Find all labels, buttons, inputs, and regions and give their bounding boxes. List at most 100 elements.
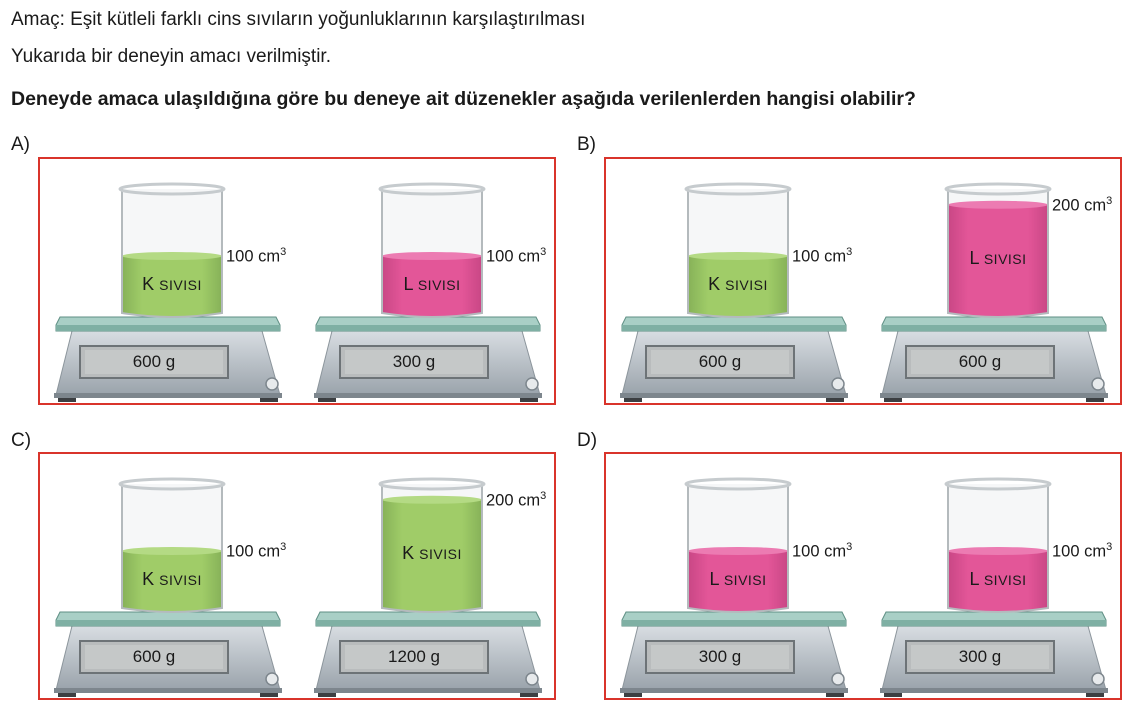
- volume-value: 200 cm: [1052, 196, 1107, 215]
- liquid-word: SIVISI: [417, 277, 461, 293]
- volume-label: 100 cm3: [792, 541, 852, 562]
- volume-exponent: 3: [280, 246, 287, 258]
- liquid-fill: [122, 551, 222, 612]
- scale-knob: [1091, 377, 1105, 391]
- liquid-letter: K: [402, 543, 415, 563]
- liquid-name-label: K SIVISI: [402, 543, 462, 564]
- beaker-glass: [947, 189, 1049, 318]
- liquid-name-label: L SIVISI: [403, 274, 460, 295]
- option-a-label[interactable]: A): [11, 134, 30, 155]
- setup: L SIVISI 100 cm3 300 g: [308, 159, 548, 407]
- volume-label: 100 cm3: [792, 246, 852, 267]
- setup: K SIVISI 200 cm3 1200 g: [308, 454, 548, 702]
- aim-text: Amaç: Eşit kütleli farklı cins sıvıların…: [11, 9, 586, 30]
- setup: K SIVISI 100 cm3 600 g: [48, 454, 288, 702]
- volume-label: 100 cm3: [226, 246, 286, 267]
- volume-exponent: 3: [540, 246, 547, 258]
- liquid-name-label: K SIVISI: [708, 274, 768, 295]
- mass-reading: 300 g: [392, 352, 436, 371]
- volume-value: 100 cm: [486, 247, 541, 266]
- liquid-letter: L: [969, 569, 979, 589]
- beaker-scale-graphic: [880, 477, 1108, 697]
- beaker-scale-graphic: [314, 182, 542, 402]
- mass-reading: 1200 g: [388, 647, 440, 666]
- setup: L SIVISI 200 cm3 600 g: [874, 159, 1114, 407]
- liquid-name-label: L SIVISI: [709, 569, 766, 590]
- option-c-label[interactable]: C): [11, 430, 32, 451]
- beaker-scale-graphic: [54, 182, 282, 402]
- scale-knob: [831, 377, 845, 391]
- volume-exponent: 3: [846, 246, 853, 258]
- volume-label: 100 cm3: [226, 541, 286, 562]
- beaker-glass: [687, 484, 789, 613]
- liquid-fill: [948, 204, 1048, 317]
- scale-knob: [265, 377, 279, 391]
- setup: L SIVISI 100 cm3 300 g: [614, 454, 854, 702]
- scale-knob: [525, 377, 539, 391]
- mass-reading: 600 g: [132, 352, 176, 371]
- volume-value: 100 cm: [226, 247, 281, 266]
- liquid-word: SIVISI: [159, 572, 202, 588]
- scale-knob: [1091, 672, 1105, 686]
- volume-label: 100 cm3: [1052, 541, 1112, 562]
- liquid-fill: [122, 256, 222, 317]
- liquid-name-label: L SIVISI: [969, 569, 1026, 590]
- mass-reading: 600 g: [132, 647, 176, 666]
- liquid-letter: K: [142, 274, 155, 294]
- beaker-scale-graphic: [314, 477, 542, 697]
- liquid-fill: [948, 551, 1048, 612]
- beaker-scale-graphic: [880, 182, 1108, 402]
- liquid-letter: L: [403, 274, 413, 294]
- option-d-label[interactable]: D): [577, 430, 598, 451]
- beaker-glass: [381, 484, 483, 613]
- mass-reading: 300 g: [698, 647, 742, 666]
- liquid-letter: K: [142, 569, 155, 589]
- liquid-fill: [688, 551, 788, 612]
- mass-reading: 600 g: [698, 352, 742, 371]
- beaker-glass: [121, 484, 223, 613]
- scale-knob: [525, 672, 539, 686]
- liquid-fill: [382, 256, 482, 317]
- liquid-word: SIVISI: [419, 546, 462, 562]
- liquid-name-label: L SIVISI: [969, 248, 1026, 269]
- beaker-glass: [381, 189, 483, 318]
- liquid-word: SIVISI: [723, 572, 767, 588]
- volume-value: 100 cm: [1052, 542, 1107, 561]
- liquid-word: SIVISI: [725, 277, 768, 293]
- volume-value: 100 cm: [792, 247, 847, 266]
- info-text: Yukarıda bir deneyin amacı verilmiştir.: [11, 46, 331, 67]
- setup: L SIVISI 100 cm3 300 g: [874, 454, 1114, 702]
- question-prompt: Deneyde amaca ulaşıldığına göre bu deney…: [11, 88, 916, 110]
- liquid-name-label: K SIVISI: [142, 569, 202, 590]
- mass-reading: 600 g: [958, 352, 1002, 371]
- liquid-word: SIVISI: [983, 572, 1027, 588]
- volume-label: 200 cm3: [1052, 195, 1112, 216]
- volume-label: 100 cm3: [486, 246, 546, 267]
- scale-knob: [265, 672, 279, 686]
- volume-value: 100 cm: [226, 542, 281, 561]
- liquid-fill: [382, 499, 482, 612]
- setup: K SIVISI 100 cm3 600 g: [48, 159, 288, 407]
- volume-value: 200 cm: [486, 491, 541, 510]
- volume-exponent: 3: [846, 541, 853, 553]
- liquid-letter: L: [709, 569, 719, 589]
- beaker-glass: [687, 189, 789, 318]
- beaker-scale-graphic: [54, 477, 282, 697]
- beaker-scale-graphic: [620, 182, 848, 402]
- liquid-letter: K: [708, 274, 721, 294]
- mass-reading: 300 g: [958, 647, 1002, 666]
- volume-label: 200 cm3: [486, 490, 546, 511]
- liquid-word: SIVISI: [159, 277, 202, 293]
- beaker-glass: [121, 189, 223, 318]
- option-b-label[interactable]: B): [577, 134, 596, 155]
- volume-exponent: 3: [540, 490, 547, 502]
- setup: K SIVISI 100 cm3 600 g: [614, 159, 854, 407]
- volume-exponent: 3: [280, 541, 287, 553]
- volume-exponent: 3: [1106, 195, 1113, 207]
- beaker-glass: [947, 484, 1049, 613]
- volume-exponent: 3: [1106, 541, 1113, 553]
